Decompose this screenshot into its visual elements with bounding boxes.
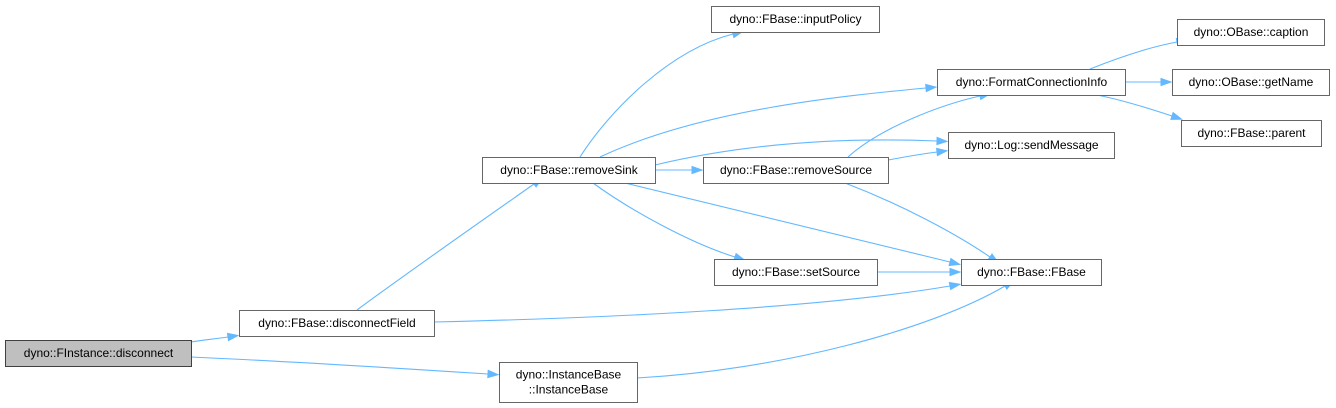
node-box bbox=[1172, 69, 1330, 96]
edge-n3-n8 bbox=[655, 165, 704, 175]
node-label: dyno::OBase::caption bbox=[1194, 25, 1309, 39]
node-n10[interactable]: dyno::OBase::caption bbox=[1177, 19, 1325, 46]
node-box bbox=[714, 259, 878, 286]
node-box bbox=[1181, 120, 1322, 147]
node-n1[interactable]: dyno::FBase::disconnectField bbox=[239, 310, 435, 337]
edges-layer bbox=[190, 29, 1189, 379]
node-label: dyno::OBase::getName bbox=[1189, 75, 1314, 89]
edge-line bbox=[356, 183, 535, 311]
edge-n9-n4 bbox=[877, 267, 962, 277]
edge-n8-n7 bbox=[887, 147, 949, 161]
node-box bbox=[948, 132, 1115, 159]
node-label: dyno::InstanceBase bbox=[516, 368, 622, 382]
node-label: dyno::FBase::inputPolicy bbox=[729, 12, 861, 26]
arrow-head-icon bbox=[691, 165, 704, 175]
node-n11[interactable]: dyno::OBase::getName bbox=[1172, 69, 1330, 96]
edge-n1-n3 bbox=[356, 177, 544, 311]
nodes-layer: dyno::FInstance::disconnect dyno::FBase::… bbox=[5, 6, 1330, 403]
node-box bbox=[961, 259, 1102, 286]
node-label: ::InstanceBase bbox=[529, 383, 609, 397]
node-label: dyno::Log::sendMessage bbox=[964, 138, 1098, 152]
node-label: dyno::FormatConnectionInfo bbox=[956, 75, 1108, 89]
arrow-head-icon bbox=[1170, 111, 1183, 120]
edge-n6-n12 bbox=[1096, 94, 1183, 120]
edge-n3-n4 bbox=[624, 182, 962, 267]
edge-line bbox=[636, 285, 1006, 379]
node-label: dyno::FBase::FBase bbox=[977, 265, 1086, 279]
node-n4[interactable]: dyno::FBase::FBase bbox=[961, 259, 1102, 286]
edge-line bbox=[624, 182, 951, 263]
edge-line bbox=[433, 285, 951, 323]
edge-n0-n2 bbox=[190, 356, 500, 379]
edge-line bbox=[599, 87, 927, 158]
node-label: dyno::FBase::parent bbox=[1197, 126, 1306, 140]
node-label: dyno::FBase::setSource bbox=[732, 265, 860, 279]
edge-n8-n4 bbox=[844, 182, 1000, 264]
edge-n3-n7 bbox=[654, 136, 949, 166]
edge-n3-n6 bbox=[599, 83, 938, 158]
node-n8[interactable]: dyno::FBase::removeSource bbox=[703, 157, 889, 184]
edge-line bbox=[654, 139, 938, 166]
node-box bbox=[703, 157, 889, 184]
node-n0[interactable]: dyno::FInstance::disconnect bbox=[5, 340, 192, 367]
edge-line bbox=[190, 336, 229, 343]
node-box bbox=[5, 340, 192, 367]
arrow-head-icon bbox=[936, 136, 949, 146]
edge-n2-n4 bbox=[636, 280, 1015, 379]
edge-line bbox=[844, 182, 991, 258]
node-label: dyno::FBase::disconnectField bbox=[258, 316, 415, 330]
node-label: dyno::FBase::removeSink bbox=[500, 163, 638, 177]
node-box bbox=[937, 69, 1126, 96]
node-n12[interactable]: dyno::FBase::parent bbox=[1181, 120, 1322, 147]
node-label: dyno::FBase::removeSource bbox=[720, 163, 872, 177]
edge-line bbox=[579, 33, 734, 158]
node-box bbox=[499, 362, 638, 403]
edge-line bbox=[1096, 94, 1173, 117]
edge-n0-n1 bbox=[190, 332, 240, 343]
node-box bbox=[1177, 19, 1325, 46]
arrow-head-icon bbox=[226, 332, 240, 342]
edge-n3-n9 bbox=[592, 182, 746, 261]
node-n7[interactable]: dyno::Log::sendMessage bbox=[948, 132, 1115, 159]
node-n3[interactable]: dyno::FBase::removeSink bbox=[482, 157, 656, 184]
node-box bbox=[239, 310, 435, 337]
edge-n6-n10 bbox=[1089, 37, 1189, 70]
arrow-head-icon bbox=[487, 369, 500, 379]
node-label: dyno::FInstance::disconnect bbox=[24, 346, 174, 360]
node-n5[interactable]: dyno::FBase::inputPolicy bbox=[711, 6, 880, 33]
edge-n3-n5 bbox=[579, 29, 745, 158]
edge-line bbox=[190, 356, 489, 375]
node-box bbox=[482, 157, 656, 184]
edge-line bbox=[847, 95, 981, 158]
arrow-head-icon bbox=[949, 267, 962, 277]
edge-n1-n4 bbox=[433, 281, 962, 323]
arrow-head-icon bbox=[948, 281, 962, 291]
node-n9[interactable]: dyno::FBase::setSource bbox=[714, 259, 878, 286]
arrow-head-icon bbox=[936, 147, 949, 157]
arrow-head-icon bbox=[948, 257, 962, 267]
edge-n6-n11 bbox=[1125, 77, 1173, 87]
edge-line bbox=[887, 151, 938, 161]
edge-line bbox=[1089, 41, 1178, 70]
node-n2[interactable]: dyno::InstanceBase::InstanceBase bbox=[499, 362, 638, 403]
node-box bbox=[711, 6, 880, 33]
edge-line bbox=[592, 182, 736, 258]
arrow-head-icon bbox=[1160, 77, 1173, 87]
node-n6[interactable]: dyno::FormatConnectionInfo bbox=[937, 69, 1126, 96]
arrow-head-icon bbox=[925, 83, 938, 93]
